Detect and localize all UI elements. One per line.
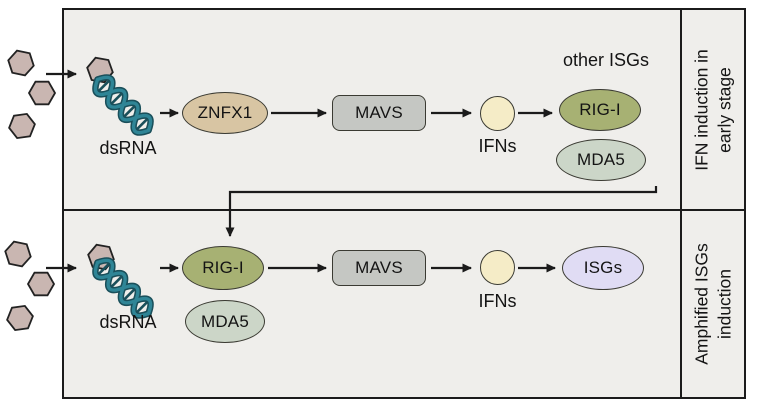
virus-particle-icon	[6, 112, 38, 140]
side-label-line: IFN induction in	[691, 49, 712, 171]
mavs-node-top: MAVS	[332, 95, 426, 131]
isgs-node: ISGs	[562, 246, 644, 290]
rigi-node-top: RIG-I	[559, 89, 641, 131]
other-isgs-label: other ISGs	[562, 50, 650, 70]
label-column-divider	[680, 8, 682, 399]
znfx1-node: ZNFX1	[182, 92, 268, 134]
ifns-label-bottom: IFNs	[478, 291, 517, 311]
side-label-line: early stage	[714, 67, 734, 153]
rigi-node-bottom: RIG-I	[182, 246, 264, 290]
dsrna-label-top: dsRNA	[99, 138, 157, 158]
mda5-node-bottom: MDA5	[185, 300, 265, 343]
ifns-node-top	[480, 96, 515, 131]
side-label-line: induction	[714, 268, 734, 340]
virus-particle-icon	[27, 271, 55, 297]
virus-particle-icon	[4, 304, 36, 332]
side-label-top-panel: IFN induction in early stage	[690, 49, 736, 171]
panel-divider	[62, 209, 746, 211]
virus-particle-icon	[2, 239, 34, 269]
mda5-node-top: MDA5	[556, 139, 646, 181]
dsrna-label-bottom: dsRNA	[99, 312, 157, 332]
ifns-label-top: IFNs	[478, 136, 517, 156]
side-label-line: Amphified ISGs	[691, 243, 712, 365]
virus-particle-icon	[28, 80, 56, 106]
mavs-node-bottom: MAVS	[332, 250, 426, 286]
side-label-bottom-panel: Amphified ISGs induction	[690, 243, 736, 365]
virus-particle-icon	[5, 48, 37, 78]
ifns-node-bottom	[480, 250, 515, 285]
